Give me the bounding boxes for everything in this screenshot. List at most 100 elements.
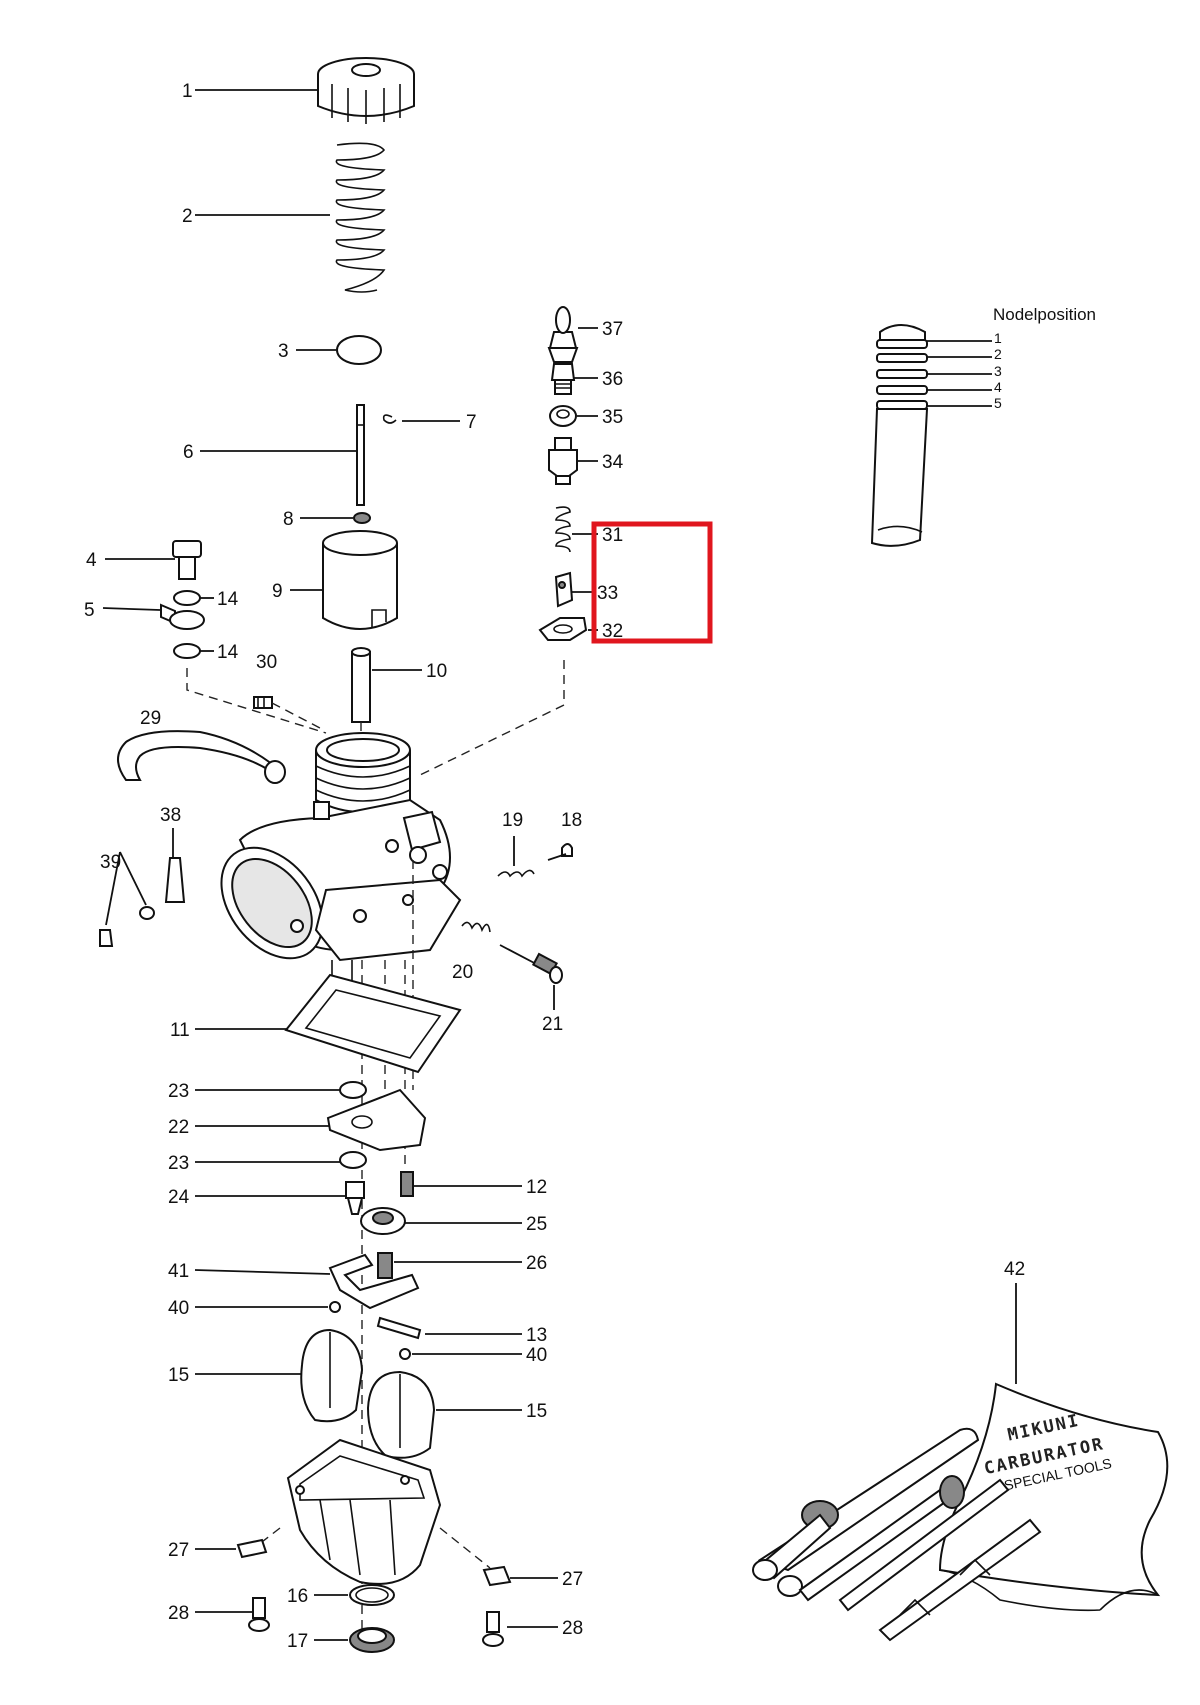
part-4-bolt <box>172 540 202 580</box>
part-21-screw <box>499 944 563 984</box>
callout-15b: 15 <box>526 1401 547 1422</box>
part-22-plate <box>326 1088 427 1152</box>
callout-30: 30 <box>256 652 277 673</box>
callout-19: 19 <box>502 810 523 831</box>
callout-24: 24 <box>168 1187 190 1208</box>
part-19-spring <box>497 869 535 878</box>
part-27-clip-left <box>236 1538 268 1559</box>
callout-38: 38 <box>160 805 181 826</box>
callout-32: 32 <box>602 621 623 642</box>
part-9-slide <box>322 530 398 630</box>
callout-37: 37 <box>602 319 623 340</box>
part-30-screw <box>253 696 273 709</box>
part-35-nut <box>549 405 577 427</box>
part-8-washer <box>353 512 371 524</box>
callout-21: 21 <box>542 1014 563 1035</box>
callout-3: 3 <box>278 341 289 362</box>
callout-20: 20 <box>452 962 473 983</box>
callout-40a: 40 <box>168 1298 189 1319</box>
part-40-pin-right <box>399 1348 411 1360</box>
part-38-bracket <box>164 857 186 903</box>
part-26-valve <box>377 1252 393 1279</box>
part-5-banjo <box>160 603 205 630</box>
callout-25: 25 <box>526 1214 547 1235</box>
part-3-plate <box>336 335 382 365</box>
part-32-plate <box>538 617 588 641</box>
callout-7: 7 <box>466 412 477 433</box>
part-10-needle-jet <box>351 647 371 723</box>
part-40-pin-left <box>329 1301 341 1313</box>
part-6-needle <box>356 404 365 506</box>
part-27-clip-right <box>482 1565 512 1587</box>
callout-18: 18 <box>561 810 582 831</box>
callout-28b: 28 <box>562 1618 583 1639</box>
highlight-box <box>591 521 713 644</box>
callout-27a: 27 <box>168 1540 189 1561</box>
callout-28a: 28 <box>168 1603 189 1624</box>
part-29-hose <box>117 730 283 781</box>
dash-banjo <box>186 668 327 734</box>
part-7-clip <box>382 414 397 424</box>
callout-35: 35 <box>602 407 623 428</box>
callout-14b: 14 <box>217 642 239 663</box>
callout-39: 39 <box>100 852 121 873</box>
callout-29: 29 <box>140 708 161 729</box>
part-36-adjuster <box>550 363 576 395</box>
callout-36: 36 <box>602 369 623 390</box>
callout-15a: 15 <box>168 1365 189 1386</box>
part-42-tool-kit: MIKUNI CARBURATOR SPECIAL TOOLS <box>752 1382 1169 1642</box>
callout-5: 5 <box>84 600 95 621</box>
callout-42: 42 <box>1004 1259 1025 1280</box>
needle-position-drawing <box>870 324 929 547</box>
callout-33: 33 <box>597 583 618 604</box>
callout-26: 26 <box>526 1253 547 1274</box>
part-20-spring <box>461 921 491 933</box>
part-18-screw <box>561 843 573 857</box>
dash-pilot <box>419 660 565 776</box>
callout-4: 4 <box>86 550 97 571</box>
part-28-screw-right <box>482 1611 504 1647</box>
callout-6: 6 <box>183 442 194 463</box>
part-14-washer-bottom <box>173 643 201 659</box>
part-17-plug <box>349 1627 395 1653</box>
part-1-cap <box>317 57 415 124</box>
part-33-needle-valve <box>554 571 574 608</box>
part-12-jet <box>400 1171 414 1197</box>
callout-22: 22 <box>168 1117 189 1138</box>
float-bowl <box>286 1438 442 1585</box>
callout-31: 31 <box>602 525 623 546</box>
part-23-oring-top <box>339 1081 367 1099</box>
needle-position-4: 4 <box>994 379 1002 395</box>
part-31-spring <box>555 506 571 553</box>
callout-10: 10 <box>426 661 447 682</box>
part-15-float-right <box>366 1370 436 1459</box>
part-25-float-seat <box>360 1207 406 1235</box>
callout-12: 12 <box>526 1177 547 1198</box>
part-2-spring <box>335 142 386 293</box>
callout-23b: 23 <box>168 1153 189 1174</box>
callout-9: 9 <box>272 581 283 602</box>
callout-13: 13 <box>526 1325 547 1346</box>
callout-17: 17 <box>287 1631 308 1652</box>
part-13-pin <box>376 1316 422 1340</box>
part-24-jet <box>345 1181 365 1215</box>
callout-11: 11 <box>170 1020 190 1041</box>
callout-2: 2 <box>182 206 193 227</box>
needle-position-2: 2 <box>994 346 1002 362</box>
needle-position-1: 1 <box>994 330 1002 346</box>
part-15-float-left <box>300 1328 364 1423</box>
callout-40b: 40 <box>526 1345 547 1366</box>
part-41-float-arm <box>328 1253 420 1310</box>
needle-position-3: 3 <box>994 363 1002 379</box>
carburetor-body <box>220 732 462 982</box>
callout-16: 16 <box>287 1586 308 1607</box>
part-34-guide <box>548 437 578 485</box>
callout-14a: 14 <box>217 589 239 610</box>
part-14-washer-top <box>173 590 201 606</box>
callout-41: 41 <box>168 1261 189 1282</box>
needle-position-5: 5 <box>994 395 1002 411</box>
needle-position-title: Nodelposition <box>993 305 1096 324</box>
callout-34: 34 <box>602 452 624 473</box>
callout-8: 8 <box>283 509 294 530</box>
